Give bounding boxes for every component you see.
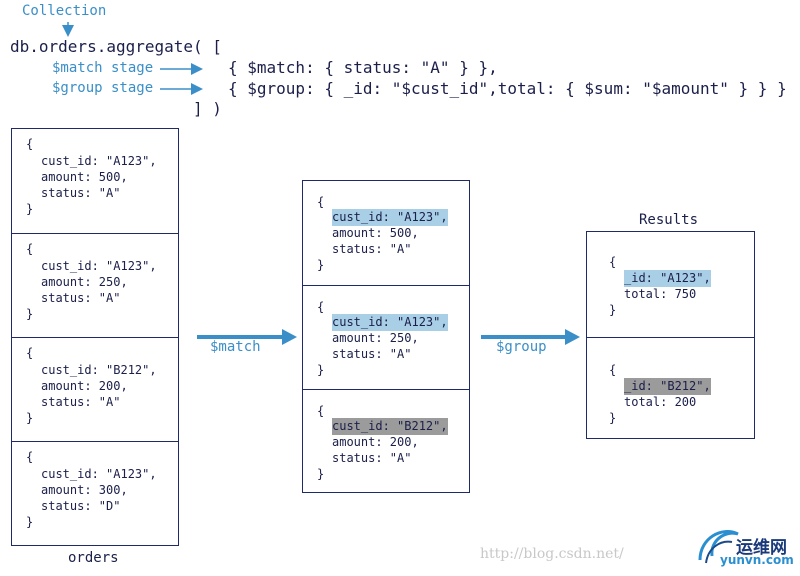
doc-close-brace: } bbox=[317, 258, 325, 272]
doc-cust-id: cust_id: "B212", bbox=[41, 363, 157, 377]
doc-open-brace: { bbox=[26, 242, 34, 256]
doc-open-brace: { bbox=[317, 195, 325, 209]
doc-close-brace: } bbox=[609, 303, 617, 317]
doc-open-brace: { bbox=[609, 363, 617, 377]
doc-amount: amount: 300, bbox=[41, 483, 128, 497]
logo-swirl-icon bbox=[698, 530, 739, 561]
match-stage-label: $match stage bbox=[52, 60, 154, 76]
result-id-highlight: _id: "A123", bbox=[624, 270, 711, 287]
orders-doc-3: { cust_id: "B212", amount: 200, status: … bbox=[12, 337, 178, 441]
doc-amount: amount: 500, bbox=[332, 226, 419, 240]
results-title: Results bbox=[639, 212, 699, 228]
group-process-arrowhead bbox=[565, 329, 580, 345]
match-arrow-label: $match bbox=[210, 339, 261, 355]
doc-close-brace: } bbox=[317, 467, 325, 481]
group-arrow-label: $group bbox=[496, 339, 547, 355]
doc-cust-id: cust_id: "A123", bbox=[41, 467, 157, 481]
doc-close-brace: } bbox=[26, 307, 34, 321]
result-id-highlight: _id: "B212", bbox=[624, 378, 711, 395]
brand-english: yunvn.com bbox=[720, 553, 794, 567]
collection-label: Collection bbox=[22, 3, 107, 19]
matched-doc-1: { cust_id: "A123", amount: 500, status: … bbox=[303, 181, 469, 285]
group-stage-label: $group stage bbox=[52, 80, 154, 96]
doc-open-brace: { bbox=[609, 255, 617, 269]
matched-doc-3: { cust_id: "B212", amount: 200, status: … bbox=[303, 389, 469, 492]
doc-amount: amount: 200, bbox=[41, 379, 128, 393]
doc-cust-id: cust_id: "A123", bbox=[41, 154, 157, 168]
orders-collection: { cust_id: "A123", amount: 500, status: … bbox=[11, 128, 179, 546]
doc-amount: amount: 200, bbox=[332, 435, 419, 449]
result-total: total: 750 bbox=[624, 287, 697, 301]
result-total: total: 200 bbox=[624, 395, 697, 409]
results-box: { _id: "A123", total: 750 } { _id: "B212… bbox=[586, 231, 755, 439]
doc-cust-id-highlight: cust_id: "A123", bbox=[332, 314, 448, 331]
brand-chinese: 运维网 bbox=[736, 538, 787, 558]
watermark-url: http://blog.csdn.net/ bbox=[480, 546, 624, 562]
doc-open-brace: { bbox=[26, 137, 34, 151]
doc-cust-id: cust_id: "A123", bbox=[41, 259, 157, 273]
doc-cust-id-highlight: cust_id: "A123", bbox=[332, 209, 448, 226]
group-stage-code: { $group: { _id: "$cust_id",total: { $su… bbox=[228, 79, 787, 98]
doc-open-brace: { bbox=[26, 346, 34, 360]
match-stage-code: { $match: { status: "A" } }, bbox=[228, 58, 498, 77]
doc-status: status: "A" bbox=[332, 451, 412, 465]
doc-status: status: "D" bbox=[41, 499, 121, 513]
orders-doc-4: { cust_id: "A123", amount: 300, status: … bbox=[12, 441, 178, 545]
matched-documents: { cust_id: "A123", amount: 500, status: … bbox=[302, 180, 470, 493]
aggregate-call: db.orders.aggregate( [ bbox=[10, 37, 222, 56]
match-process-arrowhead bbox=[282, 329, 297, 345]
doc-status: status: "A" bbox=[41, 291, 121, 305]
result-doc-2: { _id: "B212", total: 200 } bbox=[587, 337, 754, 438]
doc-open-brace: { bbox=[26, 450, 34, 464]
orders-doc-1: { cust_id: "A123", amount: 500, status: … bbox=[12, 129, 178, 233]
doc-amount: amount: 500, bbox=[41, 170, 128, 184]
doc-close-brace: } bbox=[609, 411, 617, 425]
doc-open-brace: { bbox=[317, 404, 325, 418]
orders-doc-2: { cust_id: "A123", amount: 250, status: … bbox=[12, 233, 178, 337]
doc-status: status: "A" bbox=[41, 186, 121, 200]
result-doc-1: { _id: "A123", total: 750 } bbox=[587, 232, 754, 337]
doc-close-brace: } bbox=[26, 202, 34, 216]
matched-doc-2: { cust_id: "A123", amount: 250, status: … bbox=[303, 285, 469, 389]
doc-close-brace: } bbox=[26, 515, 34, 529]
doc-open-brace: { bbox=[317, 300, 325, 314]
aggregate-close: ] ) bbox=[193, 99, 222, 118]
doc-close-brace: } bbox=[26, 411, 34, 425]
doc-amount: amount: 250, bbox=[332, 331, 419, 345]
doc-amount: amount: 250, bbox=[41, 275, 128, 289]
doc-status: status: "A" bbox=[332, 347, 412, 361]
doc-cust-id-highlight: cust_id: "B212", bbox=[332, 418, 448, 435]
doc-status: status: "A" bbox=[332, 242, 412, 256]
orders-caption: orders bbox=[68, 550, 119, 566]
doc-status: status: "A" bbox=[41, 395, 121, 409]
logo-swirl-inner bbox=[705, 540, 733, 564]
doc-close-brace: } bbox=[317, 363, 325, 377]
